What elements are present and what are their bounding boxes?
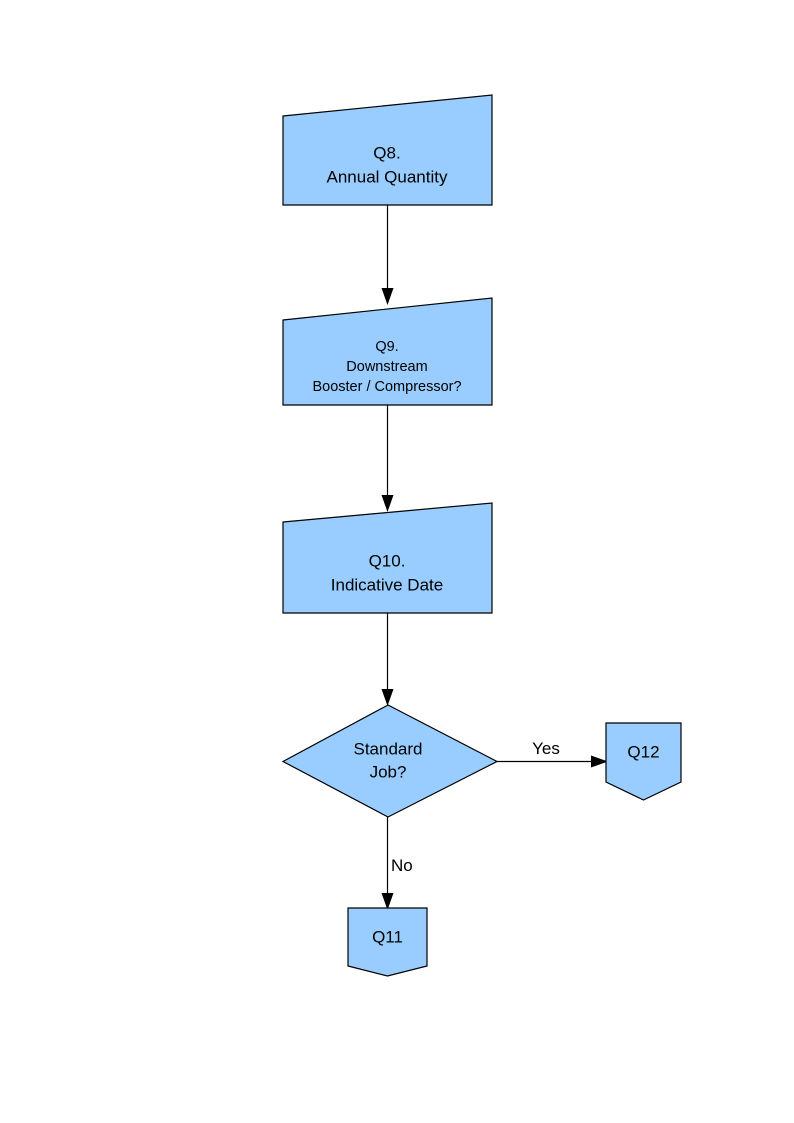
node-q8-label-line1: Q8. <box>373 143 400 162</box>
connector-q8-to-q9 <box>381 205 394 305</box>
edge-label-yes: Yes <box>532 739 560 758</box>
node-q12-shape[interactable] <box>605 722 682 801</box>
node-q8-shape[interactable] <box>282 94 493 206</box>
arrow-head-icon <box>381 689 394 706</box>
node-q12[interactable]: Q12 <box>605 722 682 801</box>
node-q9-label-line1: Q9. <box>375 339 398 355</box>
node-q9[interactable]: Q9. Downstream Booster / Compressor? <box>282 297 493 406</box>
node-q9-label-line3: Booster / Compressor? <box>312 379 461 395</box>
node-q8-label-line2: Annual Quantity <box>327 167 448 186</box>
node-q10-shape[interactable] <box>282 502 493 614</box>
connector-decision-to-q12 <box>497 755 608 768</box>
node-decision-label-line2: Job? <box>370 762 407 781</box>
edge-label-no: No <box>391 856 413 875</box>
node-q12-label: Q12 <box>627 742 659 761</box>
arrow-head-icon <box>381 495 394 512</box>
node-decision-label-line1: Standard <box>354 739 423 758</box>
node-q11-shape[interactable] <box>347 907 428 977</box>
node-q9-label-line2: Downstream <box>346 359 427 375</box>
node-q10-label-line1: Q10. <box>369 551 406 570</box>
arrow-head-icon <box>591 755 608 768</box>
node-decision-shape[interactable] <box>281 704 499 818</box>
arrow-head-icon <box>381 893 394 910</box>
arrow-head-icon <box>381 288 394 305</box>
node-q10[interactable]: Q10. Indicative Date <box>282 502 493 614</box>
connector-q9-to-q10 <box>381 405 394 512</box>
node-q10-label-line2: Indicative Date <box>331 575 443 594</box>
node-q11-label: Q11 <box>372 927 403 946</box>
connector-decision-to-q11 <box>381 817 394 910</box>
node-decision-standard-job[interactable]: Standard Job? <box>281 704 499 818</box>
node-q8[interactable]: Q8. Annual Quantity <box>282 94 493 206</box>
node-q9-shape[interactable] <box>282 297 493 406</box>
node-q11[interactable]: Q11 <box>347 907 428 977</box>
connector-q10-to-decision <box>381 613 394 706</box>
